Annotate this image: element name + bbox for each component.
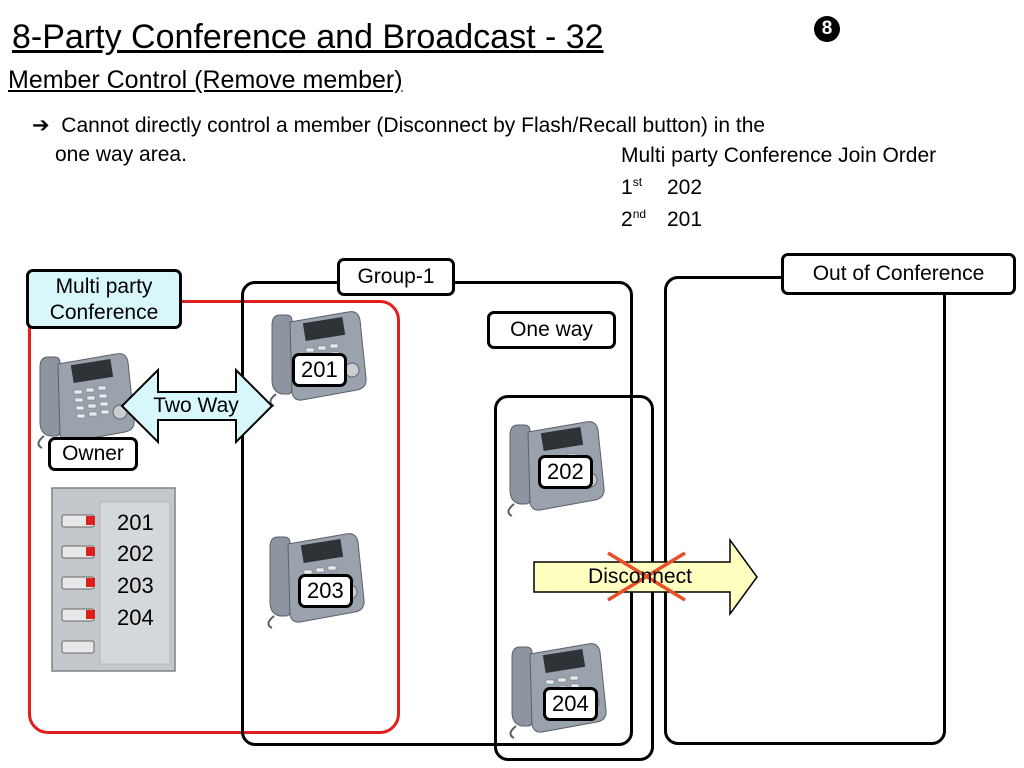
dss-key-label: 203 — [117, 573, 154, 598]
join-order-row: 1st 202 — [621, 169, 936, 201]
join-order-block: Multi party Conference Join Order 1st 202… — [621, 143, 936, 233]
disconnect-label: Disconnect — [588, 565, 692, 588]
dss-key-label: 204 — [117, 605, 154, 630]
multi-party-label-line-1: Multi party — [55, 275, 153, 298]
join-order-ext: 201 — [667, 208, 703, 231]
phone-204-label: 204 — [543, 687, 598, 721]
page-title: 8-Party Conference and Broadcast - 32 — [12, 18, 604, 56]
group-1-label: Group-1 — [337, 258, 455, 296]
multi-party-label-line-2: Conference — [49, 301, 159, 324]
owner-label: Owner — [48, 437, 138, 471]
join-order-row: 2nd 201 — [621, 201, 936, 233]
two-way-label: Two Way — [153, 394, 239, 417]
slide-number-badge: 8 — [814, 16, 840, 42]
join-order-ext: 202 — [667, 176, 703, 199]
out-of-conference-label: Out of Conference — [781, 253, 1016, 295]
bullet-line-1: ➔ Cannot directly control a member (Disc… — [32, 113, 765, 138]
dss-console — [51, 487, 176, 672]
dss-key-label: 202 — [117, 541, 154, 566]
disconnect-cross-icon — [607, 551, 686, 602]
multi-party-conference-area — [28, 300, 400, 734]
two-way-arrow — [120, 367, 274, 445]
bullet-text-1: Cannot directly control a member (Discon… — [61, 114, 766, 137]
phone-201-label: 201 — [292, 353, 347, 387]
page-subtitle: Member Control (Remove member) — [8, 66, 403, 94]
phone-202-label: 202 — [538, 455, 593, 489]
join-order-heading: Multi party Conference Join Order — [621, 144, 937, 167]
one-way-label: One way — [487, 311, 616, 349]
join-order-suffix: nd — [632, 207, 647, 221]
dss-key-label: 201 — [117, 510, 154, 535]
join-order-ordinal: 2 — [621, 208, 633, 231]
bullet-text-2: one way area. — [55, 143, 187, 166]
arrow-bullet-icon: ➔ — [32, 114, 50, 137]
join-order-suffix: st — [632, 175, 643, 189]
join-order-ordinal: 1 — [621, 176, 633, 199]
phone-203-label: 203 — [298, 574, 353, 608]
owner-phone-icon — [37, 352, 136, 449]
multi-party-conference-label: Multi party Conference — [26, 269, 182, 329]
